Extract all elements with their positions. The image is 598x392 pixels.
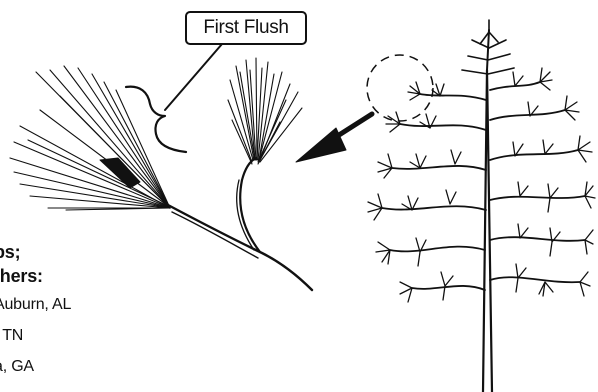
first-flush-label: First Flush — [185, 11, 307, 45]
credit-line-2: , TN — [0, 319, 114, 352]
pine-tree-icon — [382, 20, 585, 392]
credits-block: bs; thers: Auburn, AL , TN a, GA — [0, 240, 114, 383]
credit-line-1: Auburn, AL — [0, 288, 114, 321]
credits-heading-2: thers: — [0, 264, 114, 288]
arrow-icon — [296, 114, 372, 162]
credits-heading-1: bs; — [0, 240, 114, 264]
highlight-circle — [367, 55, 433, 121]
credit-line-3: a, GA — [0, 350, 114, 383]
needle-cluster-icon — [10, 66, 170, 210]
callout-leader-line — [165, 44, 222, 110]
flush-needles — [228, 58, 302, 164]
flush-shoot-stem — [240, 158, 260, 252]
tree-tufts — [368, 68, 595, 302]
